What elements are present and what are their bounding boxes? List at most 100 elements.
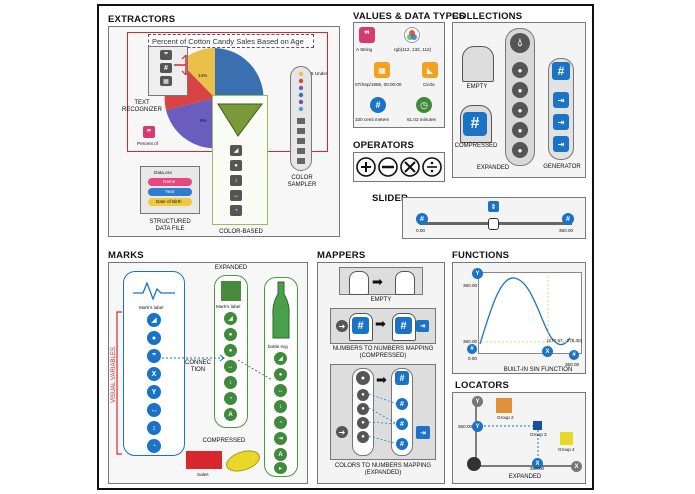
slider-value-icon[interactable]: ⇕	[488, 201, 499, 212]
angle-icon[interactable]: ◔	[230, 205, 242, 216]
mapper-out-icon-2[interactable]: ⇥	[416, 426, 430, 439]
group2-mark[interactable]	[496, 398, 512, 413]
color-item-1[interactable]: ●	[357, 389, 369, 401]
mark-var-3[interactable]: ❞	[147, 349, 161, 363]
bottle-var-1[interactable]: ◢	[274, 352, 287, 365]
locator-y-axis-icon[interactable]: Y	[472, 396, 483, 407]
numbers-mapping-label: NUMBERS TO NUMBERS MAPPING (COMPRESSED)	[332, 346, 434, 359]
shape-value-icon[interactable]: ◣	[422, 62, 438, 78]
field-dob[interactable]: Date of Birth	[148, 198, 192, 206]
mapper-out-icon-1[interactable]: ⇥	[416, 320, 429, 332]
bottle-var-8[interactable]: ▸	[274, 462, 287, 474]
mark-shape-line	[133, 281, 175, 301]
function-x-min-icon[interactable]: #	[467, 344, 477, 354]
shape-icon[interactable]: ◢	[230, 145, 242, 156]
mark-var-width[interactable]: ↔	[147, 403, 161, 417]
number-item-3[interactable]: #	[396, 438, 408, 450]
title-selection[interactable]	[148, 34, 314, 48]
green-var-1[interactable]: ◢	[224, 312, 237, 325]
func-y-min: 360.00	[463, 339, 478, 344]
number-icon[interactable]: #	[370, 97, 386, 113]
data-file-name: Data.csv	[154, 170, 172, 175]
timer-icon[interactable]: ◷	[416, 97, 432, 113]
locator-origin[interactable]	[467, 457, 481, 471]
field-year[interactable]: Year	[148, 188, 192, 196]
green-var-2[interactable]: ●	[224, 328, 237, 341]
function-y-icon[interactable]: Y	[472, 268, 483, 279]
compressed-hash-icon[interactable]: #	[463, 112, 487, 136]
slider-title: SLIDER	[372, 193, 409, 204]
locator-x-val: 360.00	[530, 466, 545, 471]
mark-var-height[interactable]: ↕	[147, 421, 161, 435]
date-icon[interactable]: ▦	[374, 62, 390, 78]
drop-2[interactable]: ●	[512, 82, 528, 98]
gen-end-icon[interactable]: ⇥	[553, 136, 569, 152]
bottle-var-7[interactable]: A	[274, 448, 287, 461]
plus-icon	[356, 157, 376, 177]
bottle-var-4[interactable]: ↕	[274, 400, 287, 413]
height-icon[interactable]: ↕	[230, 175, 242, 186]
marks-expanded-label: EXPANDED	[214, 265, 248, 271]
mark-var-y[interactable]: Y	[147, 385, 161, 399]
string-icon[interactable]: ❞	[359, 27, 375, 43]
quote-icon[interactable]: ❞	[160, 50, 172, 60]
mapper-in-arrow-2[interactable]: ➔	[336, 426, 348, 438]
mapper-in-arrow-1[interactable]: ➔	[336, 320, 348, 332]
green-var-4[interactable]: ↔	[224, 360, 237, 373]
number-item-2[interactable]: #	[396, 418, 408, 430]
value-string: A String	[356, 47, 373, 52]
bottle-var-2[interactable]: ●	[274, 368, 287, 381]
group4-mark[interactable]	[560, 432, 573, 445]
green-var-6[interactable]: ◔	[224, 392, 237, 405]
slider-max-icon[interactable]: #	[562, 213, 574, 225]
locator-x-icon[interactable]: X	[532, 458, 543, 469]
mark-var-x[interactable]: X	[147, 367, 161, 381]
slider-min-icon[interactable]: #	[416, 213, 428, 225]
function-plot-area[interactable]	[478, 272, 582, 354]
string-extract-icon[interactable]: ❞	[143, 126, 155, 138]
bottle-var-6[interactable]: ⇥	[274, 432, 287, 445]
yellow-ellipse-mark[interactable]	[224, 448, 262, 474]
empty-mapper-target[interactable]	[395, 271, 415, 295]
drop-3[interactable]: ●	[512, 102, 528, 118]
empty-mapper-source[interactable]	[349, 271, 369, 295]
function-x-icon[interactable]: X	[542, 346, 553, 357]
collections-title: COLLECTIONS	[452, 11, 523, 22]
mark-var-2[interactable]: ●	[147, 331, 161, 345]
drop-4[interactable]: ●	[512, 122, 528, 138]
color-item-3[interactable]: ●	[357, 417, 369, 429]
hash-icon[interactable]: #	[160, 63, 172, 73]
drop-5[interactable]: ●	[512, 142, 528, 158]
bottle-var-3[interactable]: ↔	[274, 384, 287, 397]
group3-mark[interactable]	[533, 421, 542, 430]
green-var-3[interactable]: ●	[224, 344, 237, 357]
func-point: (270.57, -278.30)	[547, 338, 583, 343]
calendar-icon[interactable]: ▦	[160, 76, 172, 86]
mark-var-angle[interactable]: ◔	[147, 439, 161, 453]
gen-step-icon[interactable]: ⇥	[553, 114, 569, 130]
number-item-1[interactable]: #	[396, 398, 408, 410]
width-icon[interactable]: ↔	[230, 190, 242, 201]
color-icon[interactable]: ●	[230, 160, 242, 171]
sales-rect-mark[interactable]	[186, 451, 222, 469]
color-item-2[interactable]: ●	[357, 403, 369, 415]
mark-var-1[interactable]: ◢	[147, 313, 161, 327]
rgb-icon[interactable]	[404, 27, 420, 43]
field-name[interactable]: Name	[148, 178, 192, 186]
color-item-4[interactable]: ●	[357, 431, 369, 443]
locator-y-icon[interactable]: Y	[472, 421, 483, 432]
sampler-dots	[297, 71, 305, 164]
green-var-7[interactable]: A	[224, 408, 237, 421]
drop-1[interactable]: ●	[512, 62, 528, 78]
empty-collection[interactable]	[462, 46, 494, 82]
gen-start-icon[interactable]: ⇥	[553, 92, 569, 108]
color-sampler-label: COLOR SAMPLER	[287, 175, 317, 188]
function-x-max-icon[interactable]: #	[569, 350, 579, 360]
locator-x-axis-icon[interactable]: X	[571, 461, 582, 472]
slider-thumb[interactable]	[488, 218, 499, 230]
green-var-5[interactable]: ↕	[224, 376, 237, 389]
colors-target-list[interactable]	[391, 368, 413, 456]
bottle-var-5[interactable]: ◔	[274, 416, 287, 429]
colors-mapper[interactable]	[330, 364, 436, 460]
mark-label-1: Mark's label	[139, 305, 164, 310]
